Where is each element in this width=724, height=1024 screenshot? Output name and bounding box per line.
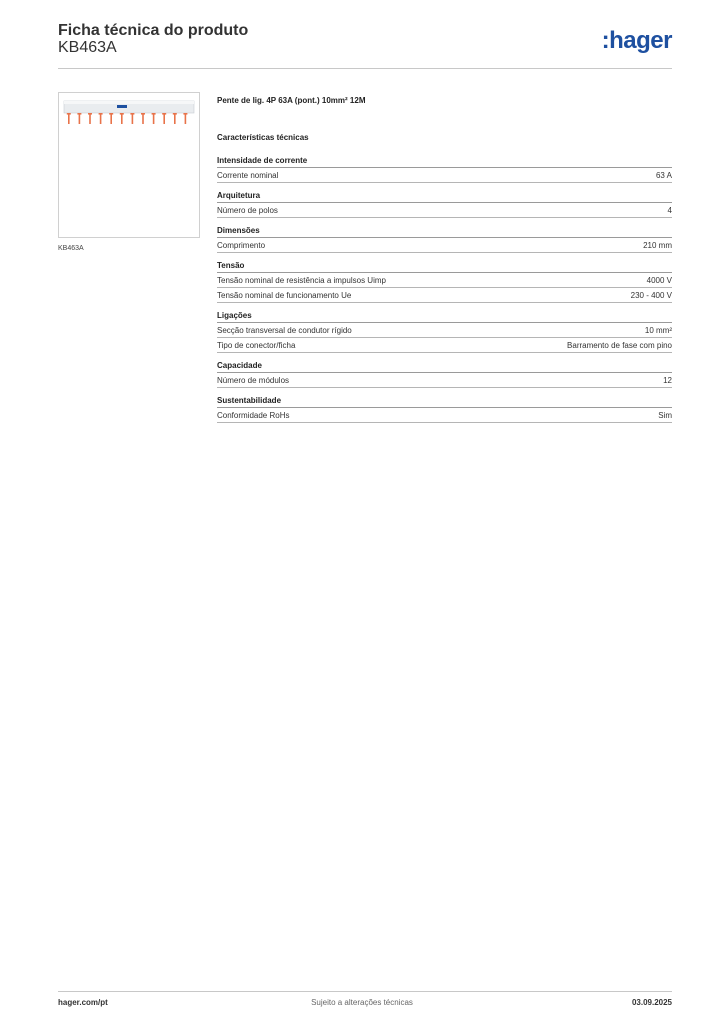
spec-row: Corrente nominal 63 A bbox=[217, 168, 672, 183]
spec-label: Tipo de conector/ficha bbox=[217, 341, 296, 350]
spec-value: 63 A bbox=[655, 171, 672, 180]
comb-pin bbox=[184, 113, 187, 124]
spec-value: 210 mm bbox=[643, 241, 672, 250]
spec-value: Sim bbox=[658, 411, 672, 420]
spec-label: Número de polos bbox=[217, 206, 278, 215]
comb-pin bbox=[131, 113, 134, 124]
comb-pin bbox=[121, 113, 123, 124]
spec-group-title: Tensão bbox=[217, 261, 672, 273]
spec-row: Conformidade RoHs Sim bbox=[217, 408, 672, 423]
spec-label: Conformidade RoHs bbox=[217, 411, 290, 420]
footer-date: 03.09.2025 bbox=[631, 998, 672, 1007]
spec-group-title: Intensidade de corrente bbox=[217, 156, 672, 168]
spec-label: Tensão nominal de funcionamento Ue bbox=[217, 291, 352, 300]
spec-value: 230 - 400 V bbox=[630, 291, 672, 300]
comb-pin-head bbox=[172, 113, 177, 115]
comb-pin bbox=[163, 113, 165, 124]
product-title: Pente de lig. 4P 63A (pont.) 10mm² 12M bbox=[217, 96, 366, 105]
comb-pin-head bbox=[98, 113, 103, 115]
comb-pin-head bbox=[119, 113, 124, 115]
spec-group-title: Ligações bbox=[217, 311, 672, 323]
comb-pin bbox=[110, 113, 112, 124]
footer-divider bbox=[58, 991, 672, 992]
spec-value: 12 bbox=[663, 376, 672, 385]
product-code: KB463A bbox=[58, 39, 117, 56]
spec-value: Barramento de fase com pino bbox=[567, 341, 672, 350]
footer-disclaimer: Sujeito a alterações técnicas bbox=[311, 998, 413, 1007]
comb-pin-head bbox=[130, 113, 135, 115]
spec-value: 4 bbox=[667, 206, 672, 215]
comb-pin-head bbox=[141, 113, 145, 115]
busbar-comb-icon bbox=[63, 100, 195, 124]
comb-pin-head bbox=[151, 113, 156, 115]
comb-pin bbox=[99, 113, 102, 124]
spec-label: Tensão nominal de resistência a impulsos… bbox=[217, 276, 386, 285]
hager-logo: :hager bbox=[601, 27, 673, 54]
spec-row: Tensão nominal de funcionamento Ue 230 - … bbox=[217, 288, 672, 303]
spec-content: Pente de lig. 4P 63A (pont.) 10mm² 12M C… bbox=[217, 96, 672, 431]
spec-value: 4000 V bbox=[646, 276, 672, 285]
spec-row: Tipo de conector/ficha Barramento de fase… bbox=[217, 338, 672, 353]
spec-row: Comprimento 210 mm bbox=[217, 238, 672, 253]
comb-pin bbox=[89, 113, 91, 124]
comb-pin-head bbox=[183, 113, 188, 115]
header-divider bbox=[58, 68, 672, 69]
spec-group-title: Arquitetura bbox=[217, 191, 672, 203]
spec-group-title: Sustentabilidade bbox=[217, 396, 672, 408]
comb-pin-head bbox=[88, 113, 92, 115]
comb-pin bbox=[68, 113, 70, 124]
comb-pin-head bbox=[66, 113, 71, 115]
image-caption: KB463A bbox=[58, 245, 84, 252]
spec-row: Tensão nominal de resistência a impulsos… bbox=[217, 273, 672, 288]
footer-website: hager.com/pt bbox=[58, 998, 108, 1007]
comb-pin bbox=[152, 113, 155, 124]
comb-pin-head bbox=[77, 113, 82, 115]
document-title: Ficha técnica do produto bbox=[58, 22, 249, 39]
comb-pin-head bbox=[162, 113, 167, 115]
spec-value: 10 mm² bbox=[644, 326, 672, 335]
spec-row: Secção transversal de condutor rígido 10 … bbox=[217, 323, 672, 338]
spec-label: Número de módulos bbox=[217, 376, 290, 385]
product-image bbox=[58, 92, 200, 238]
comb-pin bbox=[174, 113, 176, 124]
spec-label: Secção transversal de condutor rígido bbox=[217, 326, 352, 335]
spec-label: Corrente nominal bbox=[217, 171, 279, 180]
spec-group-title: Dimensões bbox=[217, 226, 672, 238]
spec-row: Número de polos 4 bbox=[217, 203, 672, 218]
comb-pin-head bbox=[109, 113, 114, 115]
spec-label: Comprimento bbox=[217, 241, 266, 250]
spec-group-title: Capacidade bbox=[217, 361, 672, 373]
section-heading: Características técnicas bbox=[217, 133, 309, 142]
comb-pin bbox=[142, 113, 144, 124]
comb-pin bbox=[78, 113, 81, 124]
spec-row: Número de módulos 12 bbox=[217, 373, 672, 388]
